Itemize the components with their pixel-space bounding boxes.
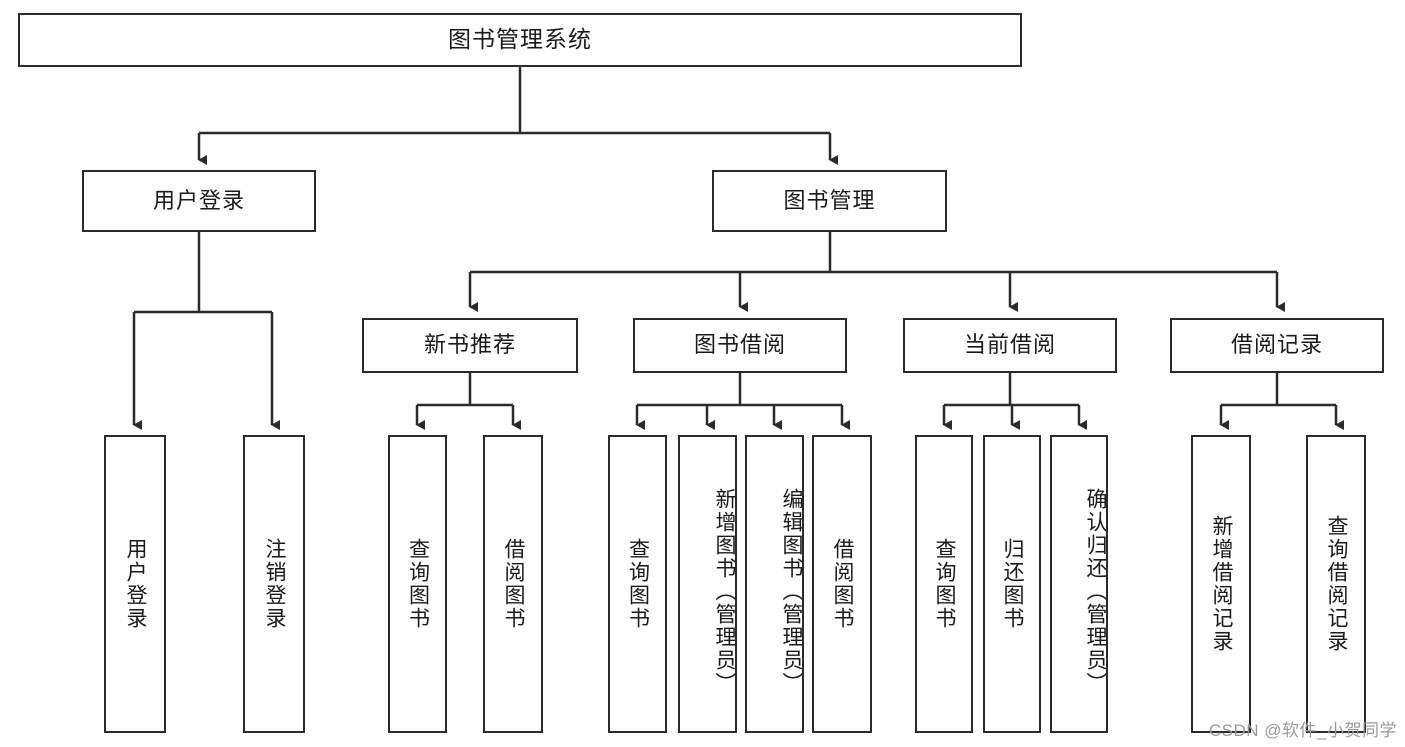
leaf-borrow-record-add[interactable]: 新增借阅记录 (1191, 435, 1251, 733)
node-current-borrow[interactable]: 当前借阅 (903, 318, 1117, 373)
leaf-user-login-login[interactable]: 用户登录 (104, 435, 166, 733)
leaf-borrow-record-query[interactable]: 查询借阅记录 (1306, 435, 1366, 733)
node-book-management[interactable]: 图书管理 (712, 170, 947, 232)
leaf-current-borrow-query[interactable]: 查询图书 (915, 435, 973, 733)
leaf-book-borrow-query[interactable]: 查询图书 (608, 435, 667, 733)
leaf-new-book-query[interactable]: 查询图书 (388, 435, 447, 733)
leaf-current-borrow-confirm-admin[interactable]: 确认归还（管理员） (1050, 435, 1108, 733)
node-new-book-recommend[interactable]: 新书推荐 (362, 318, 578, 373)
leaf-new-book-borrow[interactable]: 借阅图书 (483, 435, 543, 733)
leaf-user-login-logout[interactable]: 注销登录 (243, 435, 305, 733)
leaf-book-borrow-add-admin[interactable]: 新增图书（管理员） (678, 435, 737, 733)
node-root-system[interactable]: 图书管理系统 (18, 13, 1022, 67)
node-borrow-record[interactable]: 借阅记录 (1170, 318, 1384, 373)
node-book-borrow[interactable]: 图书借阅 (633, 318, 847, 373)
leaf-book-borrow-edit-admin[interactable]: 编辑图书（管理员） (745, 435, 804, 733)
watermark-text: CSDN @软件_小贺同学 (1208, 721, 1397, 740)
leaf-current-borrow-return[interactable]: 归还图书 (983, 435, 1041, 733)
node-user-login[interactable]: 用户登录 (82, 170, 316, 232)
leaf-book-borrow-borrow[interactable]: 借阅图书 (812, 435, 872, 733)
